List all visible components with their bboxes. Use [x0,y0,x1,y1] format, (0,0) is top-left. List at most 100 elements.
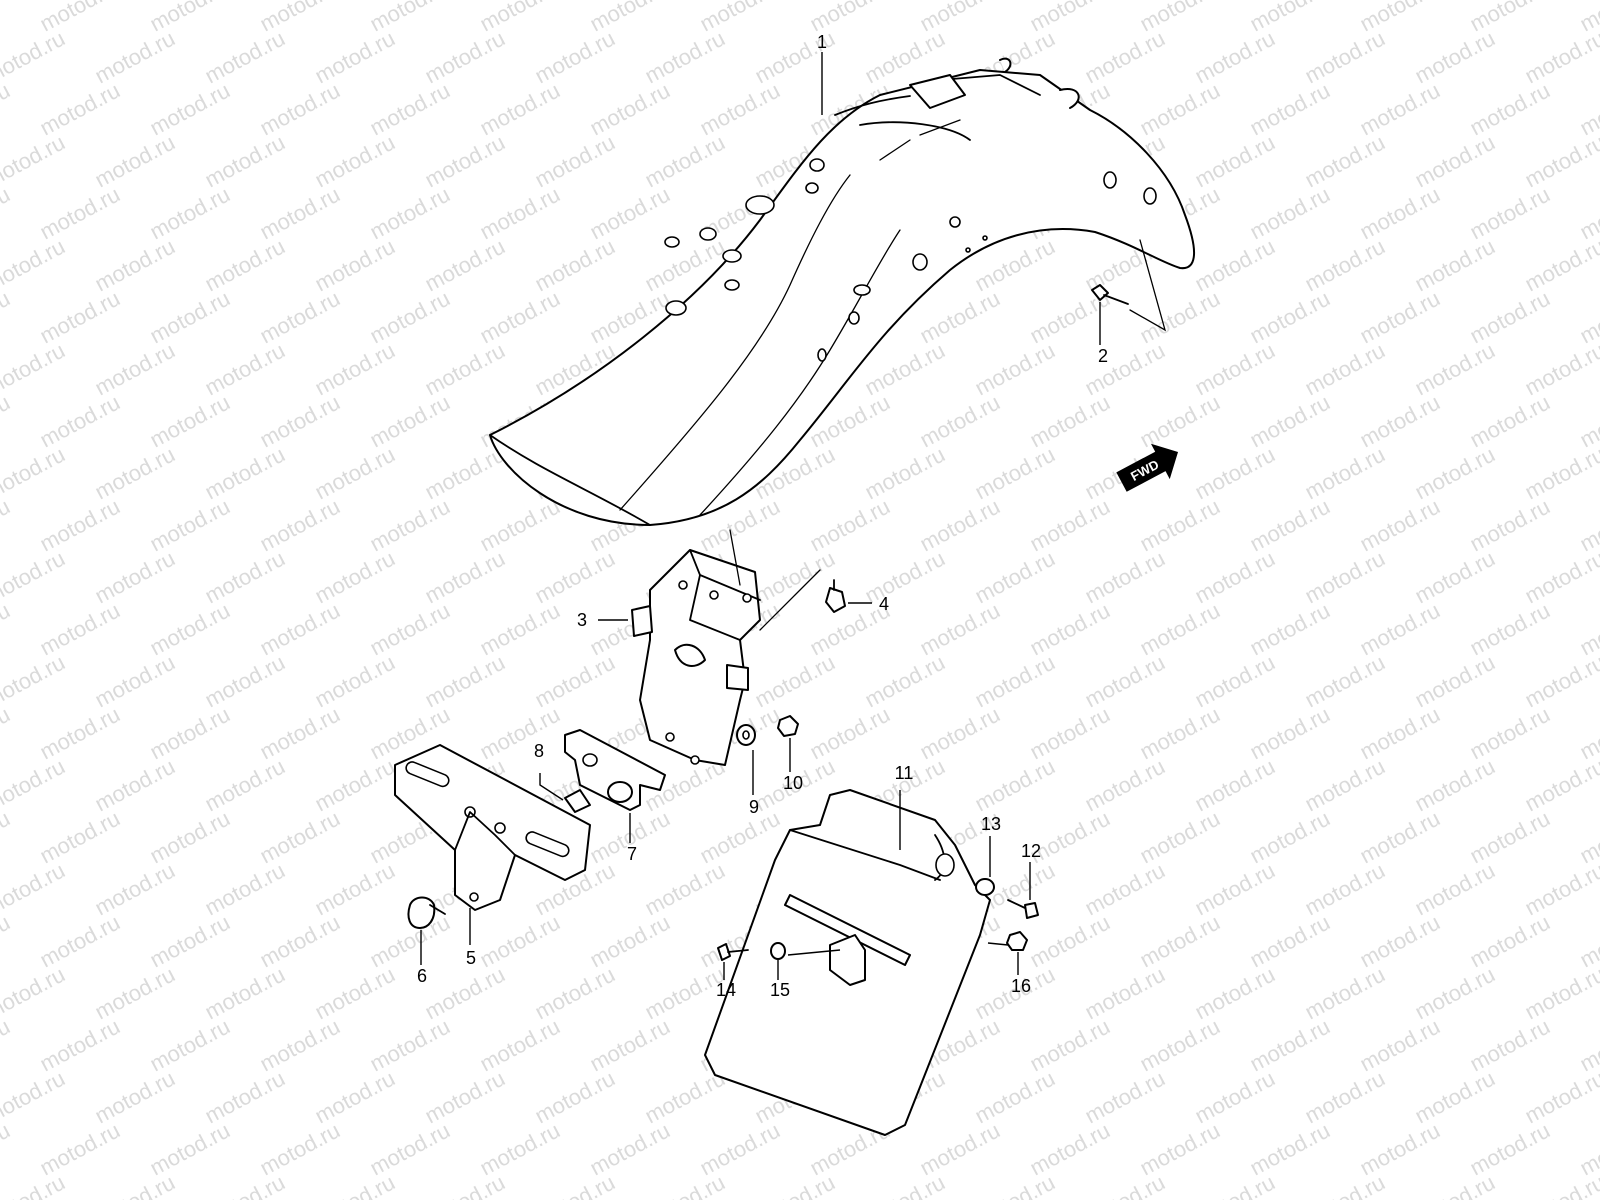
watermark-text: motod.ru [1521,130,1600,193]
watermark-text: motod.ru [311,26,399,89]
watermark-text: motod.ru [1191,26,1279,89]
watermark-text: motod.ru [0,234,69,297]
watermark-text: motod.ru [1521,858,1600,921]
watermark-text: motod.ru [861,442,949,505]
watermark-text: motod.ru [91,650,179,713]
washer-9 [736,724,756,746]
watermark-text: motod.ru [1246,598,1334,661]
watermark-text: motod.ru [1246,286,1334,349]
watermark-text: motod.ru [201,442,289,505]
watermark-text: motod.ru [1301,1170,1389,1200]
watermark-text: motod.ru [146,598,234,661]
callout-4: 4 [879,594,889,614]
watermark-text: motod.ru [1136,78,1224,141]
watermark-text: motod.ru [1026,702,1114,765]
watermark-text: motod.ru [146,1014,234,1077]
watermark-text: motod.ru [1136,494,1224,557]
watermark-text: motod.ru [586,910,674,973]
watermark-text: motod.ru [1136,806,1224,869]
watermark-text: motod.ru [476,910,564,973]
watermark-text: motod.ru [0,442,69,505]
watermark-text: motod.ru [1356,1014,1444,1077]
watermark-text: motod.ru [201,962,289,1025]
watermark-text: motod.ru [36,702,124,765]
watermark-text: motod.ru [0,806,14,869]
watermark-text: motod.ru [1356,286,1444,349]
watermark-text: motod.ru [971,754,1059,817]
watermark-text: motod.ru [1466,182,1554,245]
watermark-text: motod.ru [1136,1118,1224,1181]
watermark-text: motod.ru [476,702,564,765]
watermark-text: motod.ru [311,650,399,713]
watermark-text: motod.ru [531,130,619,193]
callout-13: 13 [981,814,1001,834]
watermark-text: motod.ru [366,78,454,141]
watermark-text: motod.ru [531,1170,619,1200]
watermark-text: motod.ru [1301,754,1389,817]
watermark-text: motod.ru [36,806,124,869]
watermark-text: motod.ru [1356,806,1444,869]
watermark-text: motod.ru [91,338,179,401]
watermark-text: motod.ru [256,702,344,765]
watermark-text: motod.ru [751,650,839,713]
callout-10: 10 [783,773,803,793]
watermark-text: motod.ru [476,494,564,557]
watermark-text: motod.ru [36,494,124,557]
watermark-text: motod.ru [1411,1066,1499,1129]
screw-14 [717,943,749,961]
watermark-text: motod.ru [421,442,509,505]
watermark-text: motod.ru [256,494,344,557]
watermark-text: motod.ru [971,650,1059,713]
watermark-text: motod.ru [1411,1170,1499,1200]
watermark-text: motod.ru [1026,494,1114,557]
watermark-text: motod.ru [256,182,344,245]
watermark-text: motod.ru [1246,1118,1334,1181]
fender-bracket [631,529,821,766]
watermark-text: motod.ru [256,286,344,349]
watermark-text: motod.ru [146,78,234,141]
watermark-text: motod.ru [146,910,234,973]
watermark-text: motod.ru [1411,234,1499,297]
watermark-text: motod.ru [311,442,399,505]
watermark-text: motod.ru [531,26,619,89]
callout-3: 3 [577,610,587,630]
watermark-text: motod.ru [1081,1066,1169,1129]
watermark-text: motod.ru [256,910,344,973]
watermark-text: motod.ru [1191,234,1279,297]
watermark-text: motod.ru [1136,910,1224,973]
watermark-text: motod.ru [0,390,14,453]
watermark-text: motod.ru [1301,858,1389,921]
watermark-text: motod.ru [1466,494,1554,557]
watermark-text: motod.ru [531,650,619,713]
watermark-text: motod.ru [861,546,949,609]
watermark-text: motod.ru [806,702,894,765]
watermark-text: motod.ru [91,754,179,817]
watermark-text: motod.ru [1521,754,1600,817]
watermark-text: motod.ru [971,442,1059,505]
push-rivet [407,896,446,929]
watermark-text: motod.ru [36,390,124,453]
callout-15: 15 [770,980,790,1000]
watermark-text: motod.ru [586,78,674,141]
watermark-text: motod.ru [0,1066,69,1129]
watermark-text: motod.ru [146,806,234,869]
callout-12: 12 [1021,841,1041,861]
watermark-text: motod.ru [1301,442,1389,505]
callout-16: 16 [1011,976,1031,996]
watermark-text: motod.ru [531,962,619,1025]
watermark-text: motod.ru [366,286,454,349]
watermark-text: motod.ru [476,286,564,349]
watermark-text: motod.ru [256,78,344,141]
watermark-text: motod.ru [1301,546,1389,609]
watermark-text: motod.ru [1356,702,1444,765]
watermark-text: motod.ru [806,494,894,557]
watermark-text: motod.ru [421,1066,509,1129]
watermark-text: motod.ru [916,494,1004,557]
watermark-text: motod.ru [1081,754,1169,817]
watermark-text: motod.ru [0,1014,14,1077]
watermark-text: motod.ru [861,1170,949,1200]
watermark-text: motod.ru [531,234,619,297]
watermark-text: motod.ru [256,598,344,661]
watermark-text: motod.ru [366,390,454,453]
bolt-2 [1091,239,1167,332]
